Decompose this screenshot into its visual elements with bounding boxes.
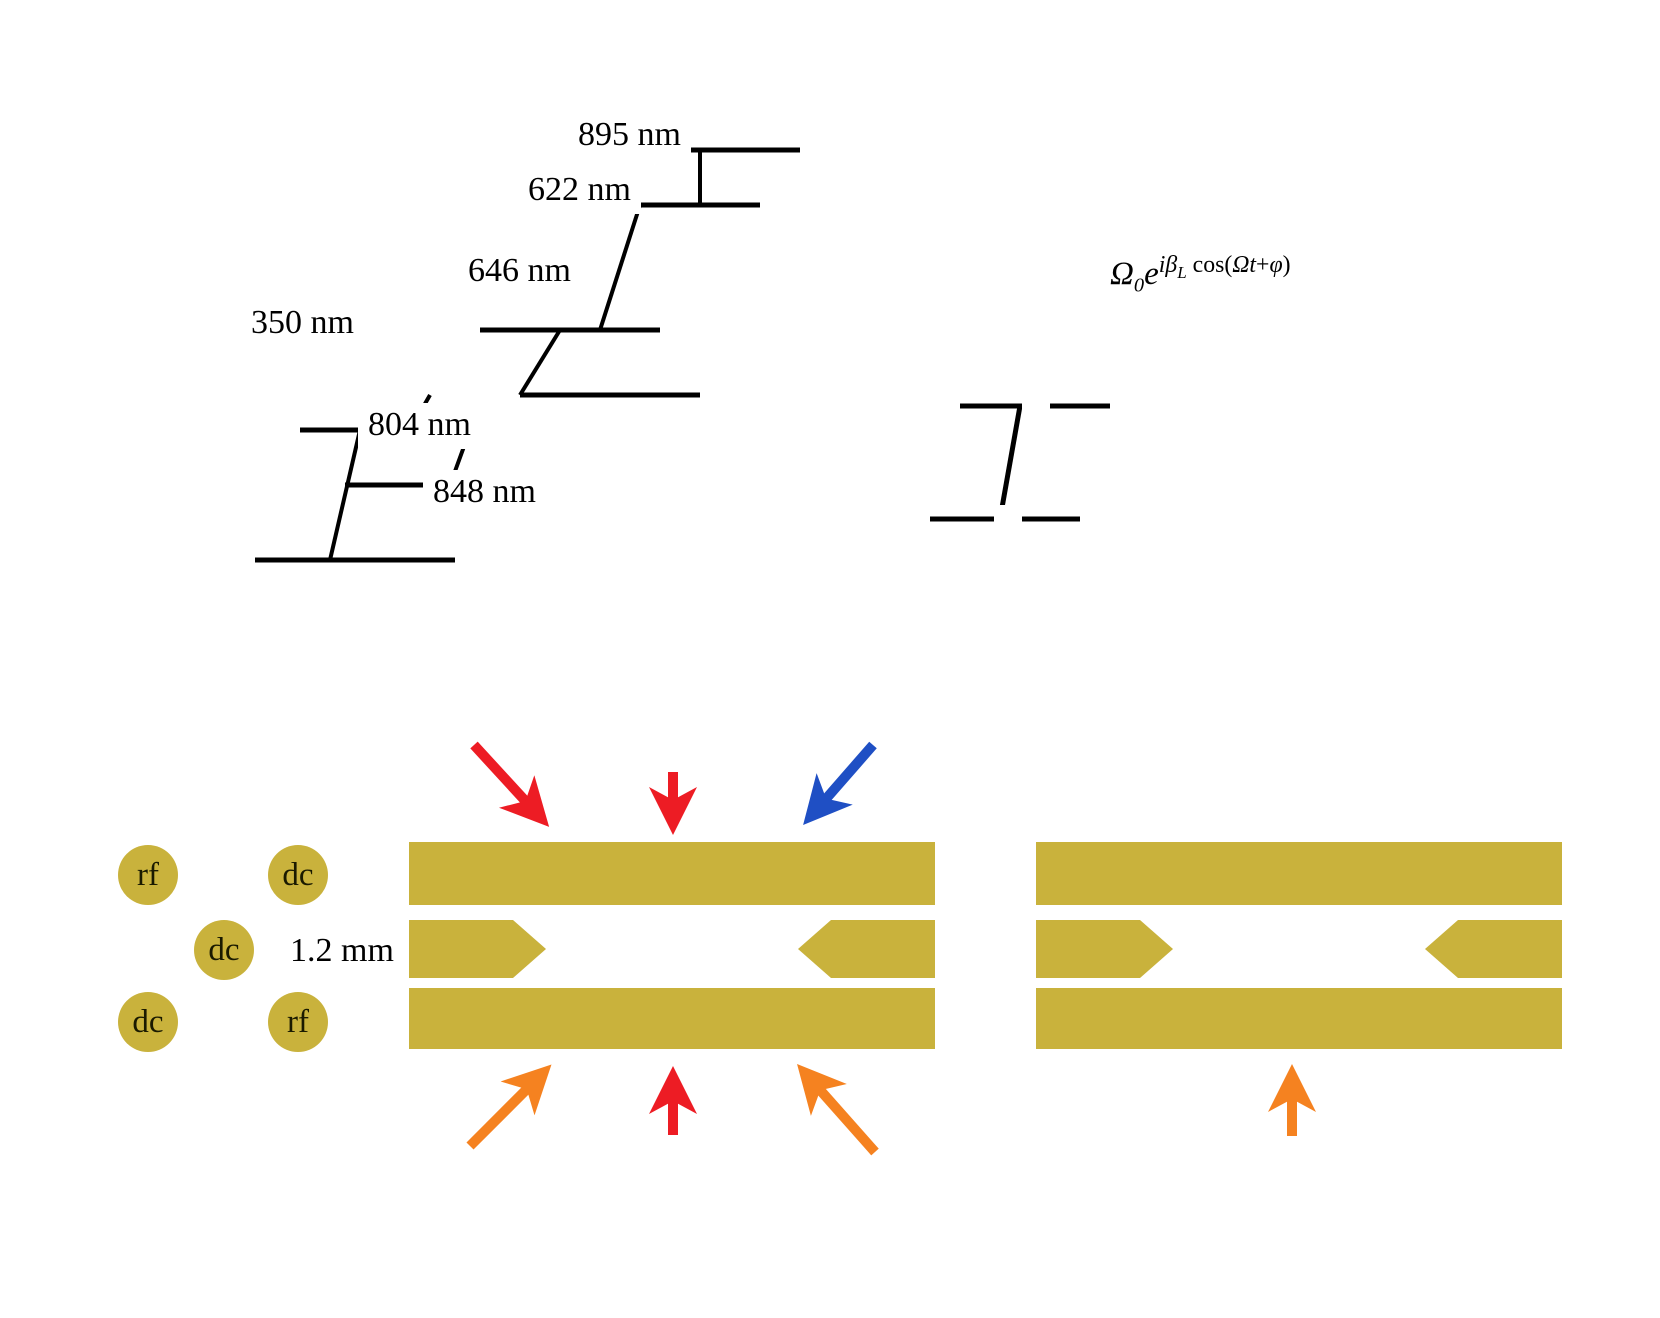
label-trap-scale: 1.2 mm — [280, 929, 404, 976]
beam-orange-lower-right — [797, 1064, 879, 1156]
pad-label: dc — [208, 931, 240, 968]
omega0-symbol: Ω0 — [1110, 256, 1145, 297]
state-marker-lower — [994, 505, 1022, 533]
qubit-drive-connector — [997, 405, 1023, 520]
label-rabi-drive: Ω0eiβL cos(Ωt+φ) — [1098, 246, 1303, 306]
transition-622 — [598, 204, 642, 331]
pad-rf-top-left[interactable]: rf — [118, 845, 178, 905]
label-848nm: 848 nm — [423, 470, 546, 517]
electrode-top-bar-right — [1036, 842, 1562, 905]
transition-646 — [518, 328, 562, 397]
label-350nm: 350 nm — [241, 301, 364, 348]
transition-350 — [328, 429, 362, 561]
beam-blue-upper-right — [803, 741, 877, 826]
pad-dc-bottom-left[interactable]: dc — [118, 992, 178, 1052]
electrode-blade-right-outer — [1425, 920, 1562, 978]
electrode-bottom-bar-left — [409, 988, 935, 1049]
pad-label: dc — [132, 1003, 164, 1040]
pad-dc-top-right[interactable]: dc — [268, 845, 328, 905]
label-804nm: 804 nm — [358, 403, 481, 450]
electrode-blade-left-inner — [409, 920, 546, 978]
exponent-group: iβL cos(Ωt+φ) — [1158, 252, 1291, 282]
electrode-top-bar-left — [409, 842, 935, 905]
pad-label: rf — [287, 1003, 309, 1040]
pad-label: rf — [137, 856, 159, 893]
beam-orange-lower-left — [466, 1064, 552, 1150]
pad-label: dc — [282, 856, 314, 893]
exponential-base: e — [1144, 256, 1159, 292]
label-646nm: 646 nm — [458, 249, 581, 296]
electrode-blade-right-inner — [798, 920, 935, 978]
state-marker-upper — [1022, 392, 1050, 420]
beam-red-upper-left — [470, 741, 550, 827]
electrode-blade-left-outer — [1036, 920, 1173, 978]
label-895nm: 895 nm — [568, 113, 691, 160]
electrode-bottom-bar-right — [1036, 988, 1562, 1049]
label-622nm: 622 nm — [518, 168, 641, 215]
pad-rf-bottom-right[interactable]: rf — [268, 992, 328, 1052]
pad-dc-middle[interactable]: dc — [194, 920, 254, 980]
